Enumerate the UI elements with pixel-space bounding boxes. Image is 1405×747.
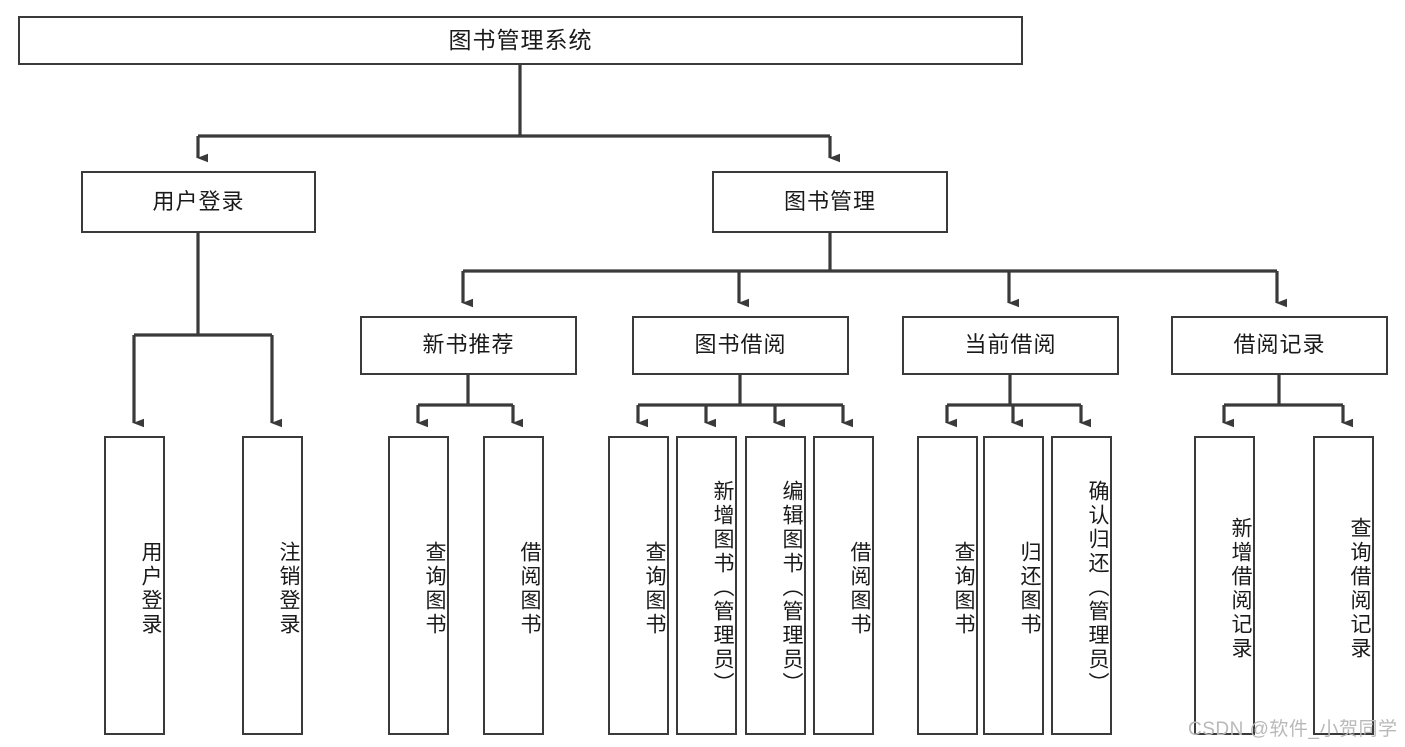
leaf-add-book-admin[interactable]: 新增图书（管理员） [676, 436, 737, 735]
node-book-management[interactable]: 图书管理 [712, 171, 948, 233]
leaf-query-book-borrow[interactable]: 查询图书 [608, 436, 669, 735]
leaf-confirm-return-admin[interactable]: 确认归还（管理员） [1051, 436, 1112, 735]
node-user-login[interactable]: 用户登录 [81, 171, 316, 233]
node-book-borrow[interactable]: 图书借阅 [632, 316, 849, 375]
csdn-watermark: CSDN @软件_小贺同学 [1188, 719, 1398, 740]
leaf-query-book-recommend[interactable]: 查询图书 [388, 436, 449, 735]
leaf-query-borrow-record[interactable]: 查询借阅记录 [1313, 436, 1374, 735]
node-new-book-recommend[interactable]: 新书推荐 [360, 316, 577, 375]
leaf-return-book[interactable]: 归还图书 [983, 436, 1044, 735]
node-borrow-record[interactable]: 借阅记录 [1171, 316, 1388, 375]
leaf-user-login[interactable]: 用户登录 [104, 436, 165, 735]
leaf-add-borrow-record[interactable]: 新增借阅记录 [1194, 436, 1255, 735]
node-current-borrow[interactable]: 当前借阅 [902, 316, 1119, 375]
node-root-book-management-system[interactable]: 图书管理系统 [18, 16, 1023, 65]
leaf-borrow-book-recommend[interactable]: 借阅图书 [483, 436, 544, 735]
leaf-query-book-current[interactable]: 查询图书 [917, 436, 978, 735]
leaf-edit-book-admin[interactable]: 编辑图书（管理员） [745, 436, 806, 735]
leaf-logout-login[interactable]: 注销登录 [242, 436, 303, 735]
leaf-borrow-book-borrow[interactable]: 借阅图书 [813, 436, 874, 735]
